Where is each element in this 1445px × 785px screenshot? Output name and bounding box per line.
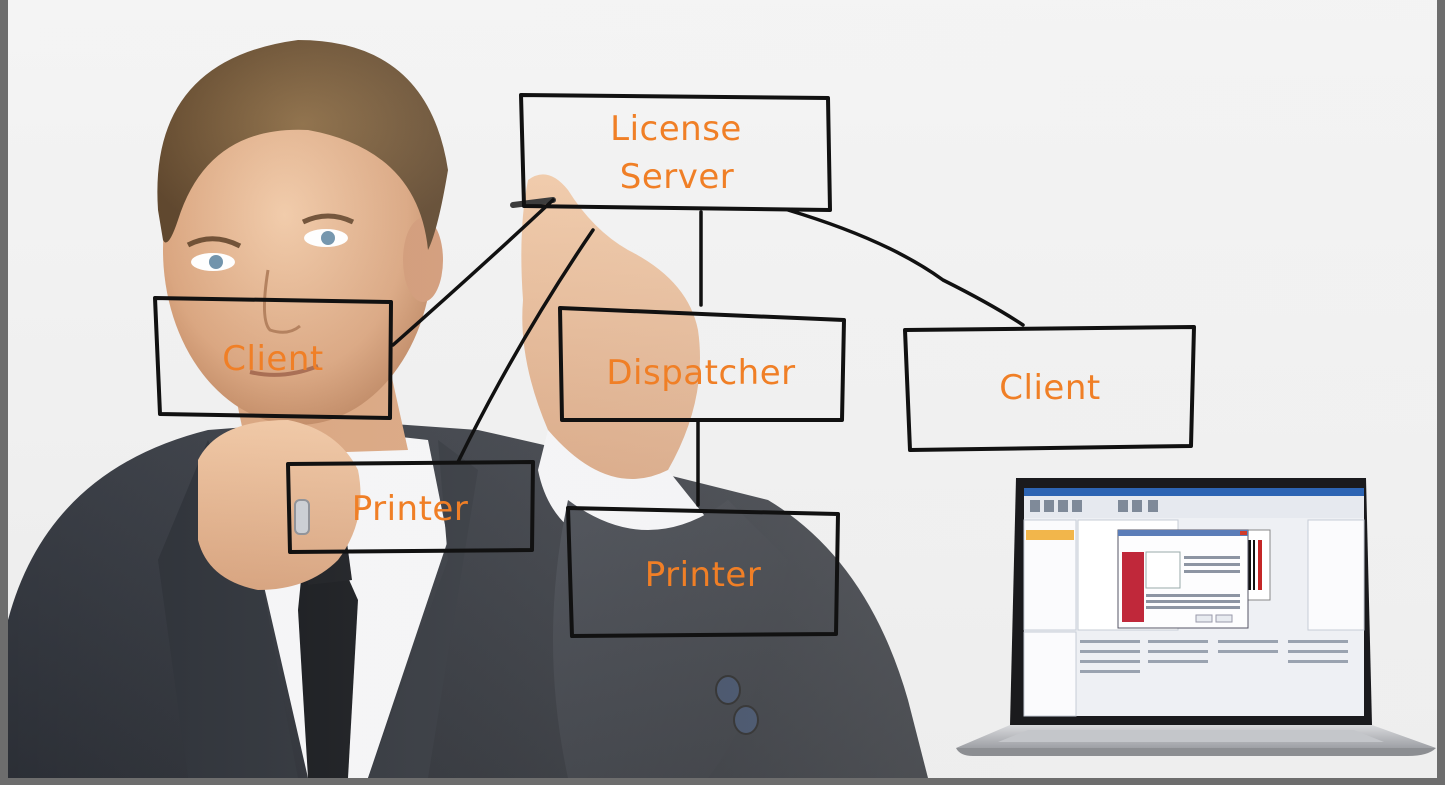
node-printer-left: Printer <box>286 460 535 554</box>
connector-lines <box>391 198 1025 507</box>
node-printer-bottom: Printer <box>566 506 840 638</box>
node-client-left: Client <box>153 296 393 420</box>
license-server-label-line1: License <box>610 109 742 149</box>
link-server-client-right <box>786 208 1025 327</box>
client-right-label: Client <box>999 368 1100 408</box>
link-server-printer-left <box>456 228 595 464</box>
laptop <box>956 478 1436 756</box>
person-photo <box>8 0 1437 778</box>
link-server-client-left <box>391 198 555 347</box>
node-license-server: License Server <box>519 93 832 212</box>
client-left-label: Client <box>222 339 323 379</box>
node-dispatcher: Dispatcher <box>558 306 846 422</box>
network-diagram: License Server Client Dispatcher Client … <box>8 0 1437 778</box>
printer-left-label: Printer <box>352 489 469 529</box>
license-server-label-line2: Server <box>620 157 735 197</box>
dispatcher-label: Dispatcher <box>606 353 795 393</box>
node-client-right: Client <box>903 325 1196 452</box>
printer-bottom-label: Printer <box>645 555 762 595</box>
diagram-canvas: License Server Client Dispatcher Client … <box>8 0 1437 778</box>
